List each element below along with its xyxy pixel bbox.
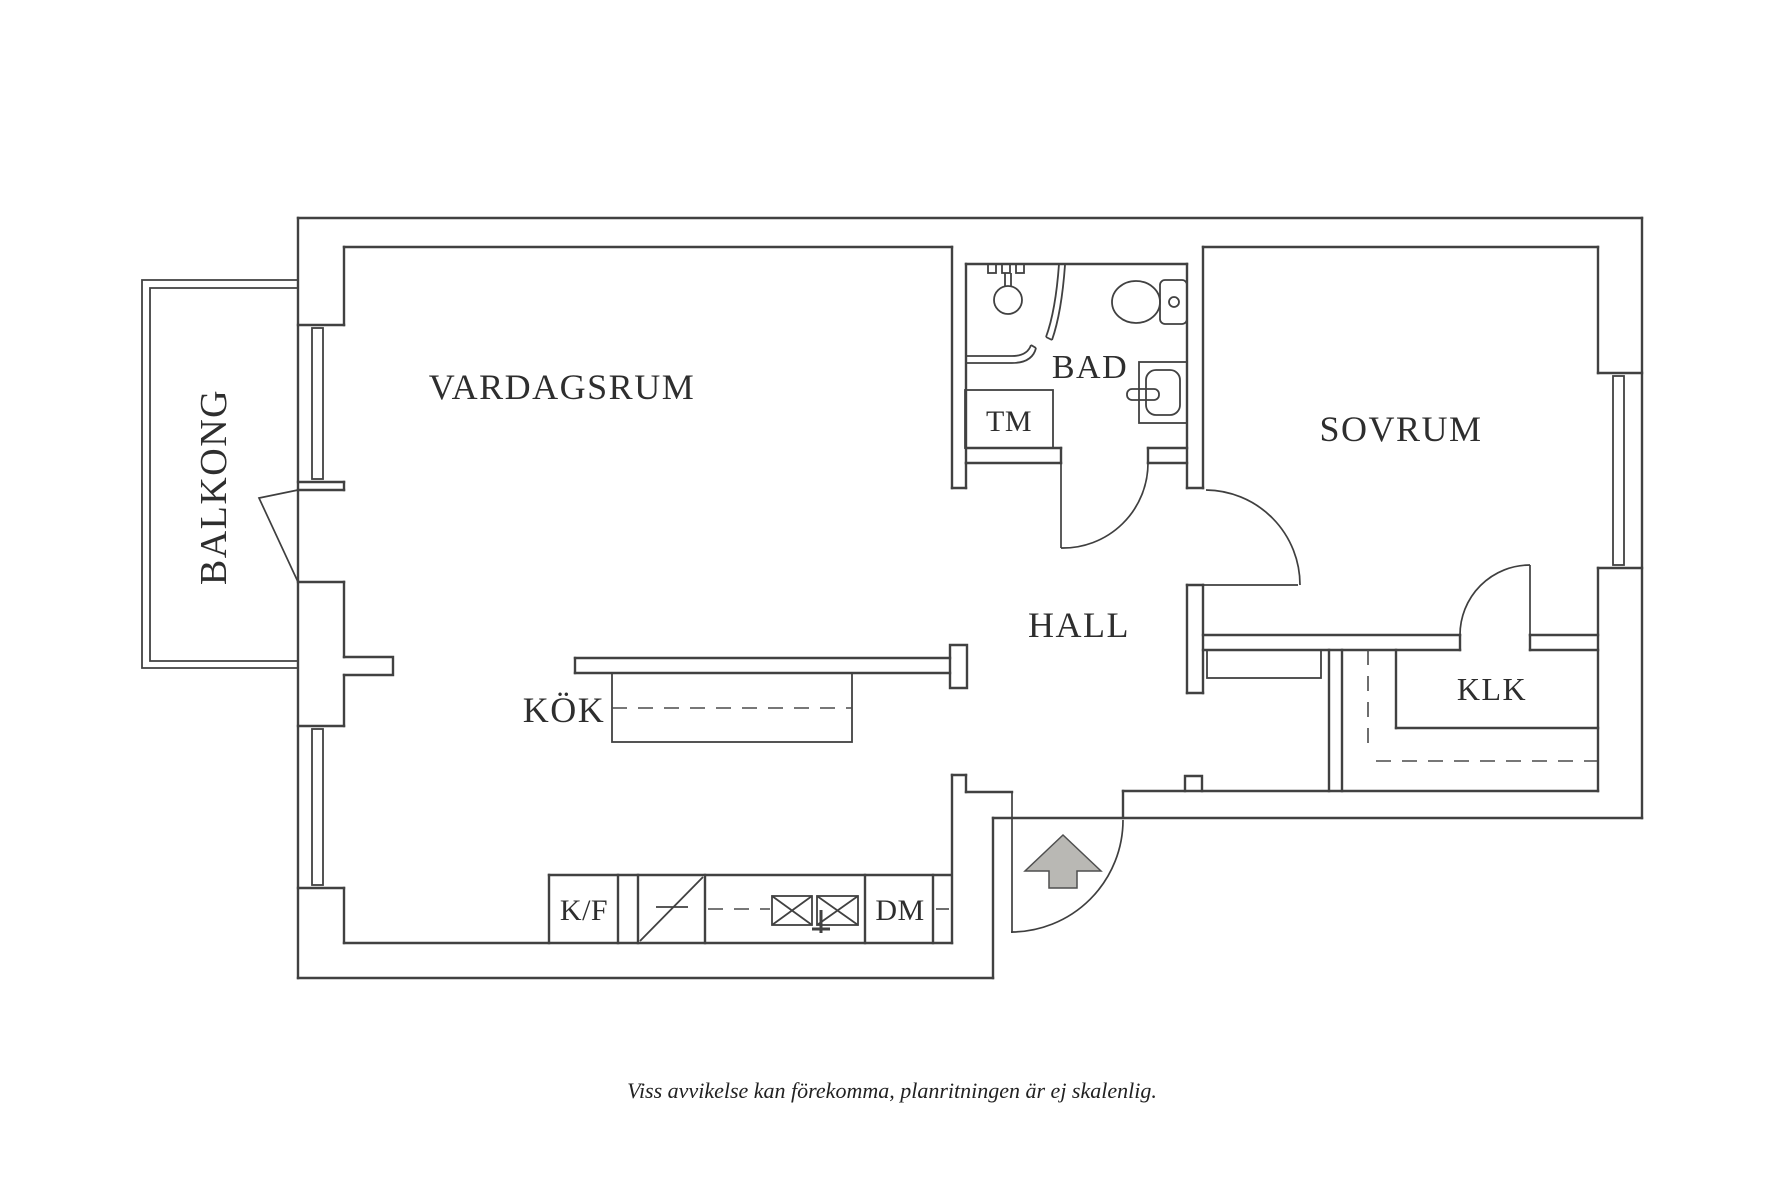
- fridge-freezer-label: K/F: [560, 894, 608, 927]
- windows: [311, 327, 1625, 886]
- double-sink-icon: [771, 895, 859, 933]
- doors: [1010, 462, 1531, 933]
- walls: [296, 216, 1644, 980]
- living-room-label: VARDAGSRUM: [429, 367, 695, 407]
- bathroom-label: BAD: [1052, 349, 1128, 386]
- bathroom-door: [1060, 462, 1149, 549]
- washing-machine-label: TM: [986, 405, 1032, 438]
- closet-label: KLK: [1457, 671, 1527, 707]
- washing-machine-box: [964, 389, 1054, 449]
- entry-direction-arrow-icon: [1023, 833, 1103, 889]
- shower-icon: [987, 263, 1025, 315]
- room-labels: BALKONG VARDAGSRUM BAD SOVRUM HALL KLK K…: [193, 349, 1527, 730]
- hall-label: HALL: [1028, 605, 1130, 645]
- kitchen-window: [311, 728, 324, 886]
- toilet-icon: [1111, 279, 1188, 325]
- kitchen-counter: [547, 873, 952, 945]
- shower-screen-icon: [1045, 263, 1066, 341]
- washbasin-icon: [1126, 361, 1188, 424]
- stove-icon: [639, 876, 704, 942]
- disclaimer-text: Viss avvikelse kan förekomma, planritnin…: [627, 1078, 1157, 1103]
- closet-door: [1459, 564, 1531, 636]
- bedroom-door: [1190, 489, 1301, 586]
- peninsula-cabinet: [611, 672, 853, 743]
- entry-door: [1010, 792, 1124, 933]
- living-room-window: [311, 327, 324, 480]
- bedroom-window: [1612, 375, 1625, 566]
- balcony-label: BALKONG: [193, 389, 235, 585]
- bathroom-fixtures: [964, 263, 1188, 449]
- appliance-labels: TM K/F DM: [560, 405, 1032, 927]
- bedroom-label: SOVRUM: [1319, 409, 1482, 449]
- kitchen-label: KÖK: [523, 690, 606, 730]
- balcony-door-swing: [257, 489, 299, 583]
- grab-bar-icon: [966, 344, 1037, 364]
- balcony-outline: [141, 279, 299, 669]
- hall-wardrobe: [1206, 649, 1322, 679]
- closet-shelving: [1367, 650, 1597, 762]
- dishwasher-label: DM: [875, 894, 924, 927]
